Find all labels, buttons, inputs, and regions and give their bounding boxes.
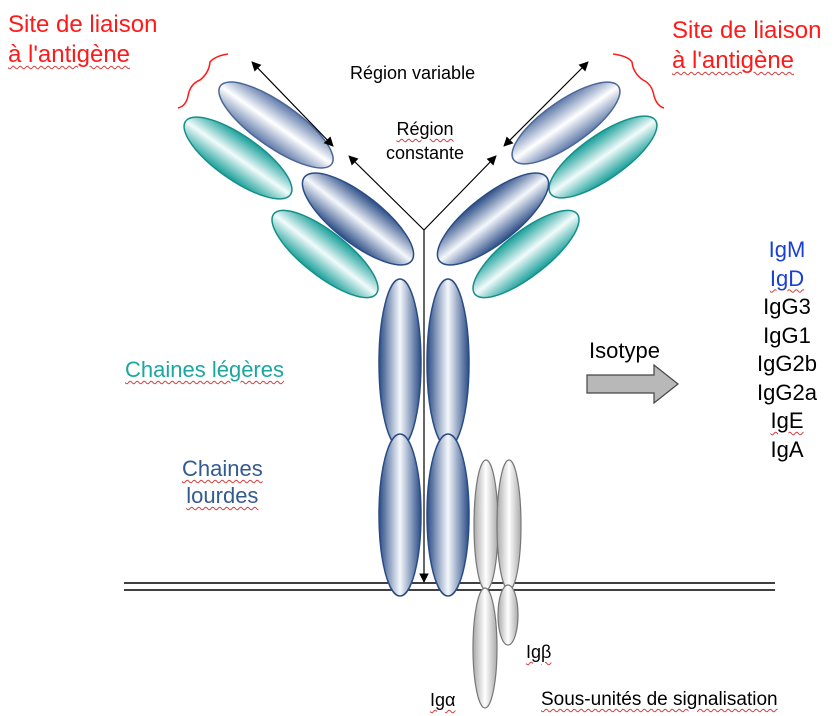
heavy-chains-line2: lourdes <box>182 482 263 509</box>
isotype-ige: IgE <box>752 407 822 436</box>
site-label-right-line2: à l'antigène <box>672 46 821 76</box>
ig-beta-label-text: Igβ <box>526 642 551 662</box>
site-label-left-line2: à l'antigène <box>8 40 157 70</box>
heavy-chains-label: Chaines lourdes <box>182 455 263 509</box>
isotype-iga: IgA <box>752 436 822 465</box>
fab-right <box>425 68 668 311</box>
heavy-chain-left-ch3 <box>379 434 421 596</box>
variable-region-label-text: Région variable <box>350 63 475 83</box>
constant-region-label: Région constante <box>386 117 464 165</box>
constant-region-line1: Région <box>386 117 464 141</box>
site-label-right: Site de liaison à l'antigène <box>672 16 821 76</box>
ig-alpha-lower <box>473 588 497 708</box>
isotype-igg2a: IgG2a <box>752 379 822 408</box>
site-label-right-line1: Site de liaison <box>672 16 821 46</box>
isotype-label: Isotype <box>589 338 660 364</box>
heavy-chain-right-ch3 <box>427 434 469 596</box>
heavy-chain-left-ch2 <box>379 279 421 447</box>
isotype-igg2b: IgG2b <box>752 350 822 379</box>
isotype-igm: IgM <box>752 236 822 265</box>
site-label-left-line1: Site de liaison <box>8 10 157 40</box>
constant-region-line2: constante <box>386 141 464 165</box>
ig-beta-lower <box>498 585 518 645</box>
light-chains-label-text: Chaines légères <box>125 357 284 382</box>
binding-site-bracket-right <box>613 54 664 108</box>
isotype-igg3: IgG3 <box>752 293 822 322</box>
isotype-arrow <box>587 365 678 403</box>
ig-alpha-upper <box>474 460 498 590</box>
site-label-left: Site de liaison à l'antigène <box>8 10 157 70</box>
isotype-igg1: IgG1 <box>752 322 822 351</box>
light-chains-label: Chaines légères <box>125 357 284 383</box>
ig-beta-label: Igβ <box>526 642 551 663</box>
variable-region-label: Région variable <box>350 63 475 84</box>
ig-alpha-label-text: Igα <box>430 690 455 710</box>
heavy-chains-line1: Chaines <box>182 455 263 482</box>
fab-left <box>173 68 426 311</box>
ig-alpha-label: Igα <box>430 690 455 711</box>
isotype-list: IgM IgD IgG3 IgG1 IgG2b IgG2a IgE IgA <box>752 236 822 464</box>
isotype-label-text: Isotype <box>589 338 660 363</box>
signaling-subunits-label-text: Sous-unités de signalisation <box>541 689 778 710</box>
signaling-subunits <box>473 460 521 708</box>
signaling-subunits-label: Sous-unités de signalisation <box>541 689 778 711</box>
ig-beta-upper <box>497 460 521 590</box>
heavy-chain-right-ch2 <box>427 279 469 447</box>
isotype-igd: IgD <box>752 265 822 294</box>
